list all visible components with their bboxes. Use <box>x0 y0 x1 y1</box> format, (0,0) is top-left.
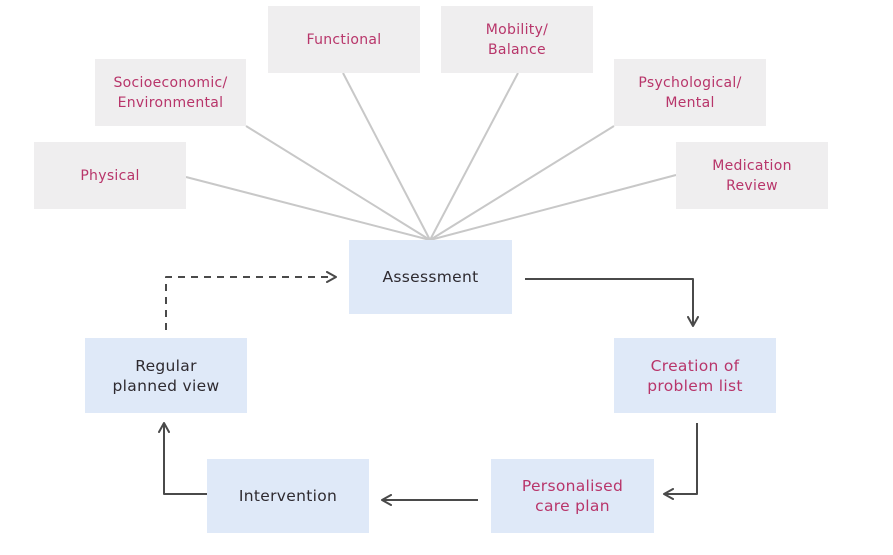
connector-functional <box>342 72 431 241</box>
step-regular-review-label: Regular planned view <box>112 356 220 395</box>
domain-socioeconomic-label: Socioeconomic/ Environmental <box>113 74 228 111</box>
domain-psychological-label: Psychological/ Mental <box>638 74 742 111</box>
step-assessment: Assessment <box>349 240 512 314</box>
step-problem-list: Creation of problem list <box>614 338 776 413</box>
arrow-problem-list-to-care-plan <box>663 423 698 500</box>
domain-functional-label: Functional <box>306 31 382 48</box>
domain-functional: Functional <box>268 6 420 73</box>
step-problem-list-label: Creation of problem list <box>647 356 743 395</box>
domain-physical: Physical <box>34 142 186 209</box>
domain-medication: Medication Review <box>676 142 828 209</box>
step-intervention-label: Intervention <box>238 487 338 505</box>
domain-physical-label: Physical <box>80 167 140 184</box>
step-assessment-label: Assessment <box>382 268 479 286</box>
step-regular-review: Regular planned view <box>85 338 247 413</box>
domain-medication-label: Medication Review <box>712 157 792 194</box>
connector-psychological <box>429 125 615 241</box>
step-intervention: Intervention <box>207 459 369 533</box>
step-care-plan-label: Personalised care plan <box>521 477 624 515</box>
domain-socioeconomic: Socioeconomic/ Environmental <box>95 59 246 126</box>
connector-physical <box>185 176 431 241</box>
connector-medication <box>429 174 677 241</box>
arrow-intervention-to-review <box>158 422 207 495</box>
domain-psychological: Psychological/ Mental <box>614 59 766 126</box>
arrow-review-to-assessment <box>165 271 337 330</box>
arrow-assessment-to-problem-list <box>525 278 699 327</box>
domain-mobility-label: Mobility/ Balance <box>485 21 549 58</box>
domain-mobility: Mobility/ Balance <box>441 6 593 73</box>
step-care-plan: Personalised care plan <box>491 459 654 533</box>
connector-mobility <box>429 72 519 241</box>
connector-socioeconomic <box>245 125 431 241</box>
